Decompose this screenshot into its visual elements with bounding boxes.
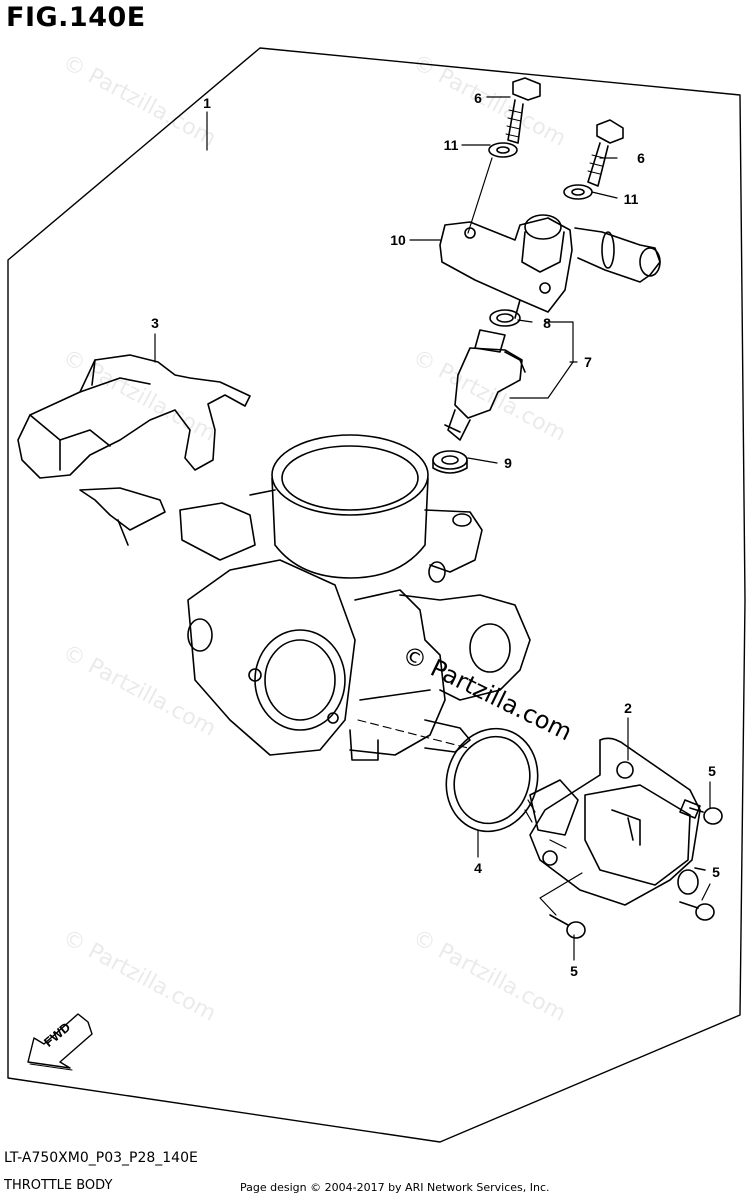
delivery-pipe-part-10 [439, 214, 661, 319]
bolts-part-6 [505, 77, 624, 187]
callout-11: 11 [443, 137, 459, 153]
callout-2: 2 [624, 700, 632, 716]
sensor-part-2 [524, 737, 706, 906]
o-ring-part-4 [445, 727, 539, 833]
o-ring-part-8 [489, 309, 521, 327]
callout-8: 8 [543, 315, 551, 331]
figure-code: LT-A750XM0_P03_P28_140E [4, 1150, 198, 1166]
callout-11: 11 [623, 191, 639, 207]
callout-3: 3 [151, 315, 159, 331]
callout-5: 5 [570, 963, 578, 979]
cover-part-3 [17, 354, 251, 546]
callout-7: 7 [584, 354, 592, 370]
seal-part-9 [432, 450, 468, 474]
callout-10: 10 [390, 232, 406, 248]
leader-lines [154, 96, 711, 961]
figure-name: THROTTLE BODY [4, 1178, 113, 1193]
footer-credit: Page design © 2004-2017 by ARI Network S… [240, 1181, 550, 1194]
fwd-arrow [27, 1013, 93, 1071]
callout-6: 6 [474, 90, 482, 106]
screws-part-5 [549, 799, 723, 939]
throttle-body-part-1 [179, 434, 531, 761]
injector-part-7 [444, 329, 526, 441]
assembly-outline [7, 47, 746, 1143]
washers-part-11 [488, 142, 593, 200]
callout-1: 1 [203, 95, 211, 111]
callout-9: 9 [504, 455, 512, 471]
figure-title: FIG.140E [6, 2, 146, 33]
callout-5: 5 [712, 864, 720, 880]
fwd-label: FWD [41, 1019, 73, 1050]
callout-4: 4 [474, 860, 482, 876]
callout-5: 5 [708, 763, 716, 779]
callout-6: 6 [637, 150, 645, 166]
